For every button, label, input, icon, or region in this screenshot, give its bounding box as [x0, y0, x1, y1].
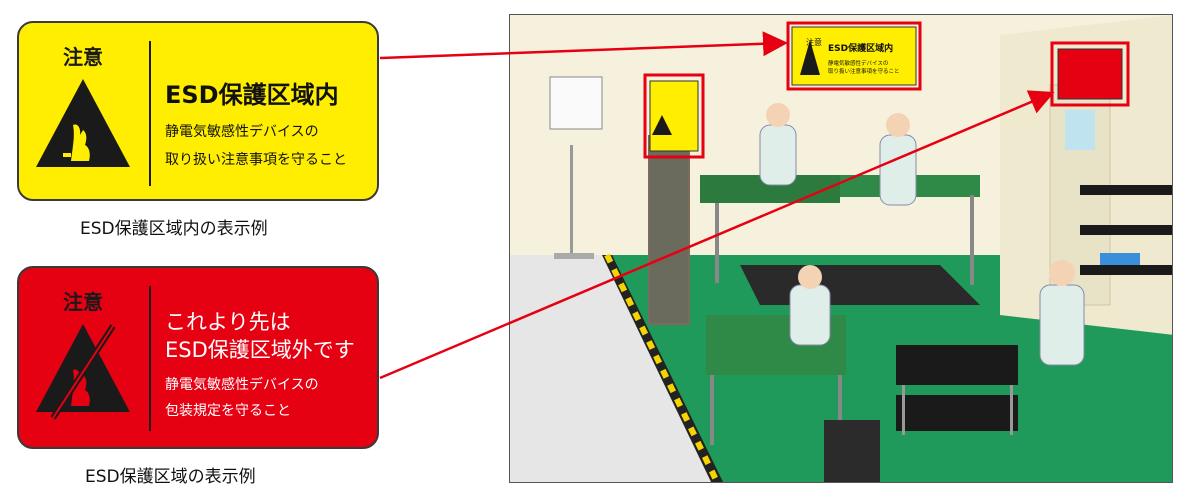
sign-divider [149, 41, 151, 186]
caution-label: 注意 [63, 290, 103, 314]
sign-line-1: 静電気敏感性デバイスの [165, 377, 319, 393]
esd-workroom-illustration: 注意 ESD保護区域内 静電気敏感性デバイスの 取り扱い注意事項を守ること [509, 14, 1173, 483]
sign-line-2: 包装規定を守ること [165, 403, 291, 419]
esd-inside-sign: 注意 ESD保護区域内 静電気敏感性デバイスの 取り扱い注意事項を守ること [17, 21, 379, 201]
mini-sign-caution: 注意 [806, 37, 822, 47]
caution-label: 注意 [63, 45, 103, 69]
esd-boundary-sign: 注意 これより先は ESD保護区域外です 静電気敏感性デバイスの 包装規定を守る… [17, 266, 379, 449]
mini-sign-line-2: 取り扱い注意事項を守ること [828, 67, 900, 75]
boundary-sign-caption: ESD保護区域の表示例 [85, 467, 256, 487]
mini-sign-line-1: 静電気敏感性デバイスの [828, 59, 888, 67]
inside-sign-caption: ESD保護区域内の表示例 [80, 219, 268, 239]
sign-line-1: 静電気敏感性デバイスの [165, 124, 319, 140]
sign-line-2: 取り扱い注意事項を守ること [165, 152, 347, 168]
esd-warning-crossed-icon [36, 324, 130, 420]
sign-title: ESD保護区域内 [165, 81, 339, 109]
sign-title-line-1: これより先は [165, 310, 291, 334]
esd-warning-icon [36, 79, 130, 167]
sign-divider [149, 286, 151, 431]
sign-title-line-2: ESD保護区域外です [165, 338, 355, 362]
mini-sign-title: ESD保護区域内 [828, 42, 893, 54]
